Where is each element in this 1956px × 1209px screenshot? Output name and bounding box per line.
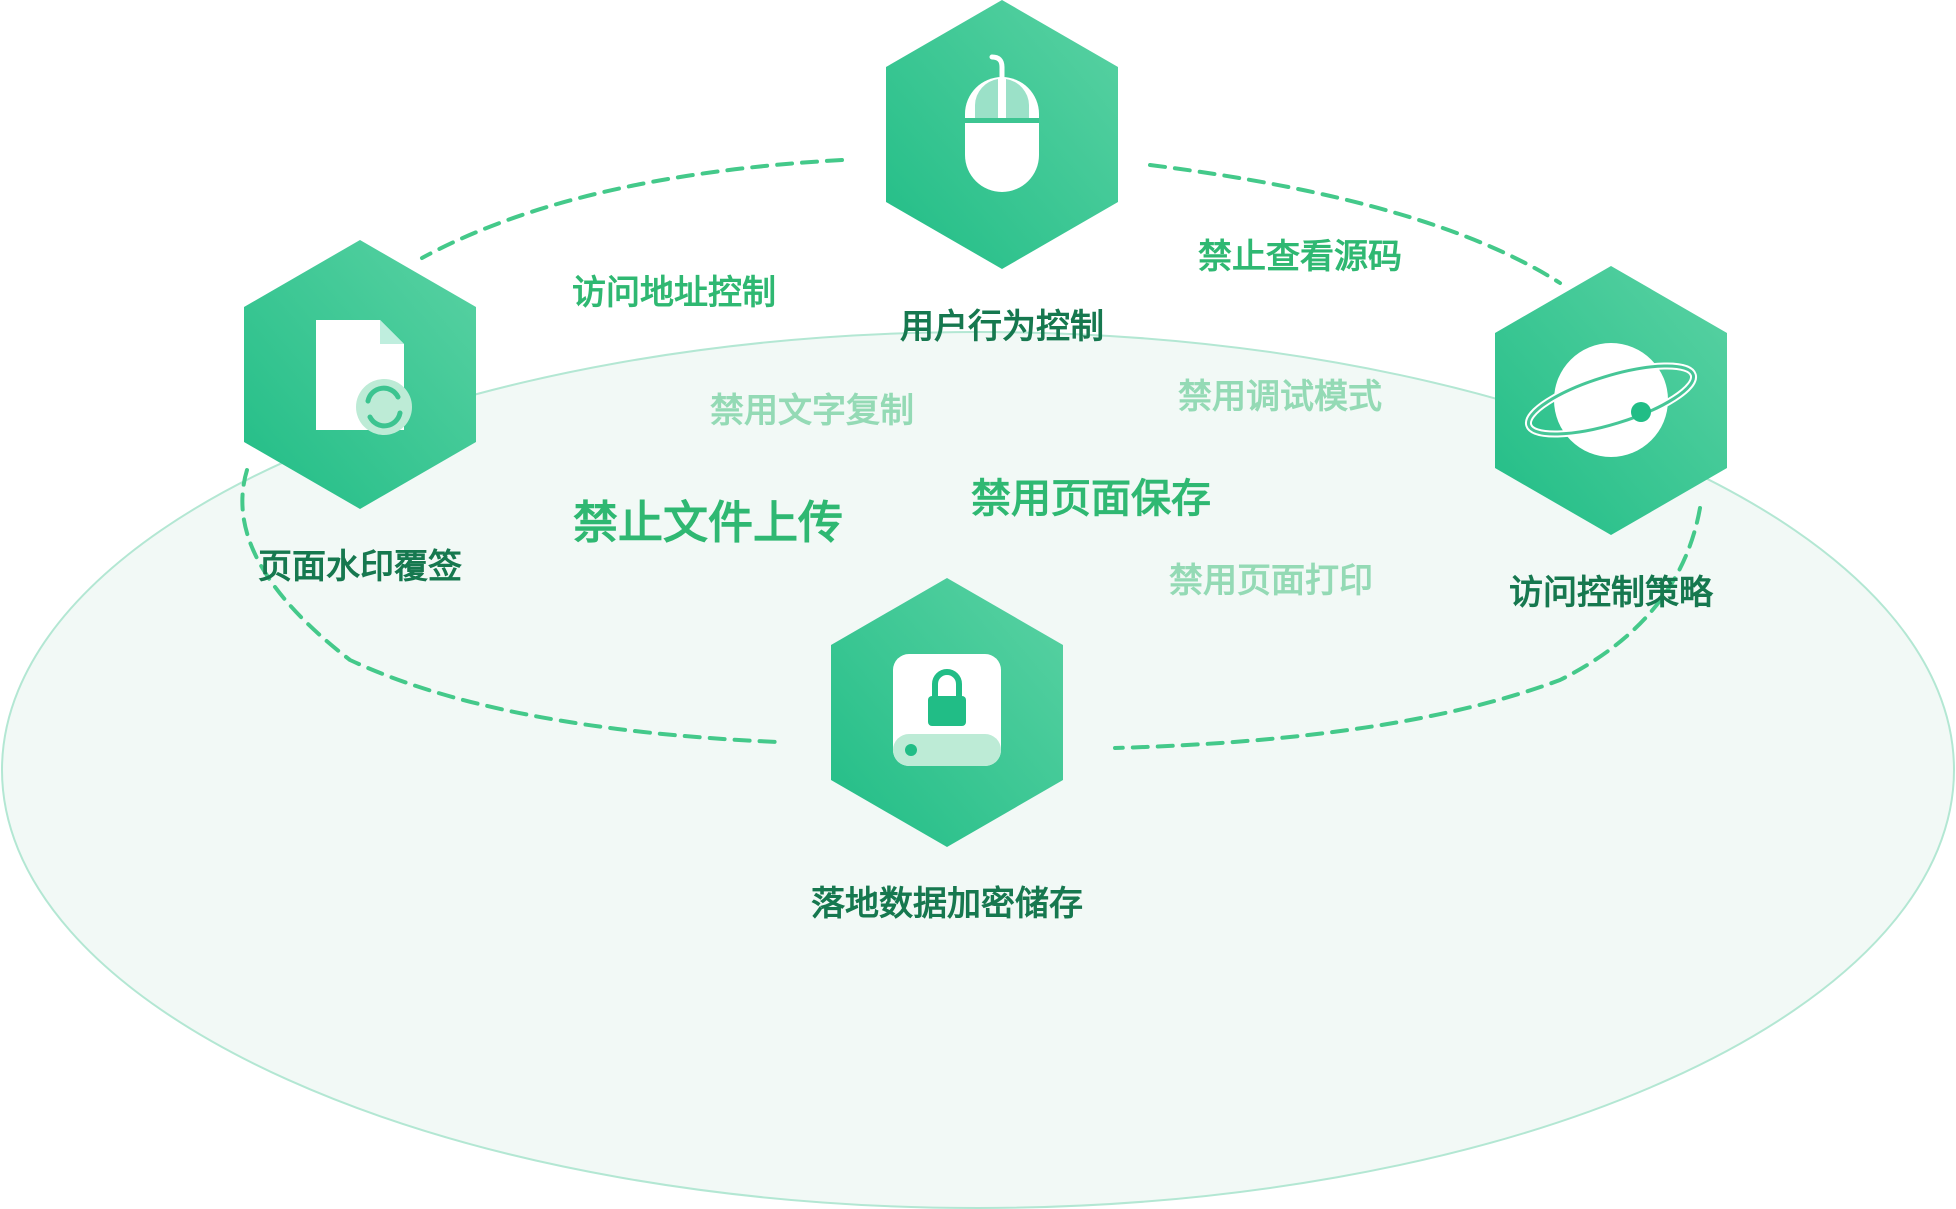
feature-no-save-page: 禁用页面保存	[971, 476, 1211, 522]
planet-icon	[1524, 343, 1698, 457]
node-label: 用户行为控制	[900, 307, 1104, 347]
feature-no-upload: 禁止文件上传	[573, 496, 843, 549]
orbit-segment-left	[240, 468, 780, 744]
feature-access-address: 访问地址控制	[572, 273, 776, 313]
feature-no-debug: 禁用调试模式	[1178, 377, 1382, 417]
locked-drive-icon	[893, 654, 1001, 766]
mouse-icon	[965, 54, 1039, 192]
feature-no-view-source: 禁止查看源码	[1198, 237, 1402, 277]
orbit-segment-top-right	[1148, 163, 1562, 285]
feature-labels: 访问地址控制 禁止查看源码 禁用文字复制 禁用调试模式 禁止文件上传 禁用页面保…	[572, 237, 1402, 601]
node-label: 落地数据加密储存	[811, 884, 1083, 924]
orbit-segment-top-left	[420, 158, 844, 260]
node-access-policy: 访问控制策略	[1495, 266, 1727, 613]
node-user-behavior: 用户行为控制	[886, 0, 1118, 347]
feature-no-copy-text: 禁用文字复制	[710, 391, 914, 431]
dashed-orbit-ring	[240, 158, 1702, 750]
document-refresh-icon	[316, 320, 412, 435]
orbit-segment-right	[1113, 506, 1702, 750]
feature-no-print: 禁用页面打印	[1169, 561, 1373, 601]
node-page-watermark: 页面水印覆签	[244, 240, 476, 587]
node-local-encryption: 落地数据加密储存	[811, 578, 1083, 924]
node-label: 页面水印覆签	[258, 547, 462, 587]
node-label: 访问控制策略	[1509, 573, 1714, 613]
